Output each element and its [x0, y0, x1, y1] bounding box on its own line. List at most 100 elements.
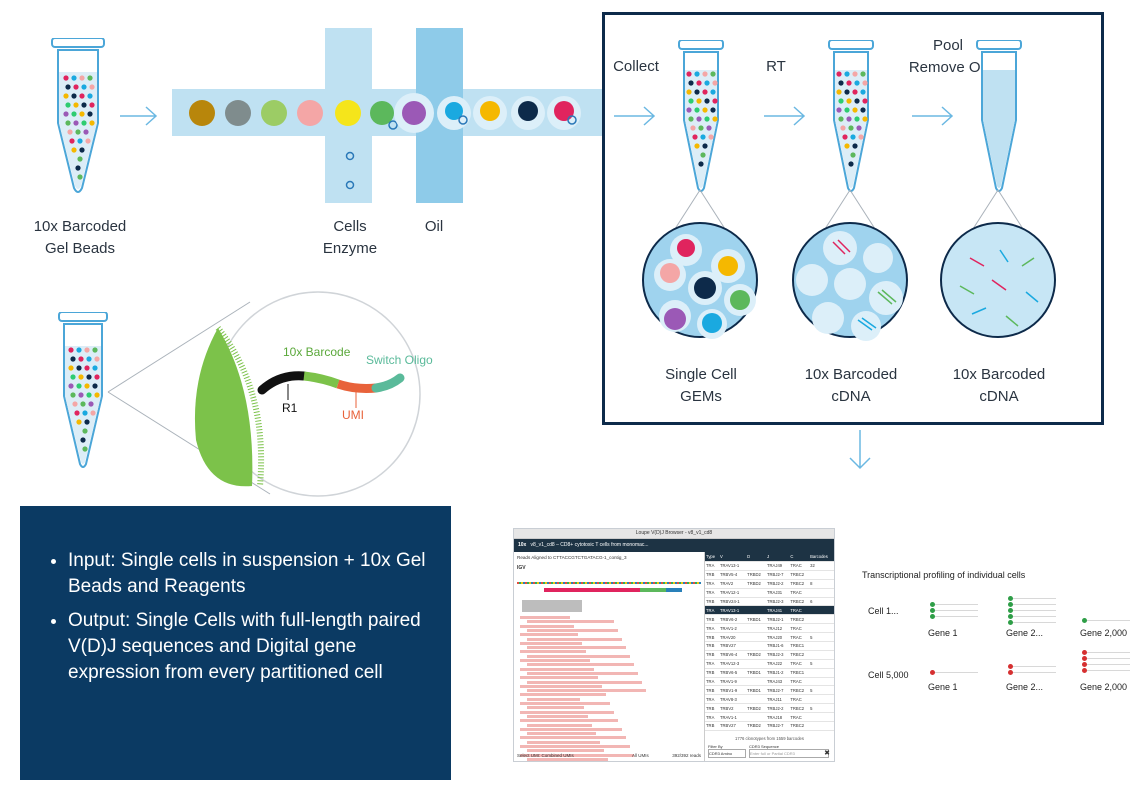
- expression-dot: [1008, 596, 1013, 601]
- bead-dot: [87, 111, 93, 117]
- table-cell: TRAV13-1: [718, 561, 747, 571]
- bead-dot: [80, 401, 86, 407]
- table-cell: TRA: [705, 561, 719, 571]
- table-cell: TRBC2: [789, 597, 810, 607]
- arrow-right-icon: [120, 106, 158, 126]
- bead-dot: [79, 93, 85, 99]
- table-cell: TRB: [705, 614, 719, 625]
- expression-line: [1008, 598, 1056, 599]
- cdr3-seq-label: CDR3 Sequence: [749, 744, 780, 749]
- barcode-label: 10x Barcode: [283, 345, 351, 359]
- close-icon[interactable]: ✖: [824, 750, 830, 757]
- read-bar: [527, 689, 646, 693]
- table-cell: [809, 677, 834, 687]
- column-header[interactable]: D: [746, 552, 766, 562]
- bead-dot: [846, 80, 852, 86]
- table-cell: TRAV8-3: [718, 694, 747, 705]
- bead-dot: [702, 107, 708, 113]
- bead-dot: [79, 75, 85, 81]
- table-cell: TRA: [705, 588, 719, 598]
- table-cell: TRBV6-5: [718, 668, 747, 678]
- read-bar: [520, 727, 622, 731]
- table-cell: TRAC: [789, 623, 810, 634]
- table-cell: [746, 712, 766, 723]
- expression-line: [1082, 664, 1130, 665]
- table-cell: TRBJ2-7: [765, 570, 790, 580]
- table-cell: TRAV1-2: [718, 623, 747, 634]
- read-bar: [520, 667, 594, 671]
- column-header[interactable]: J: [765, 552, 790, 562]
- table-cell: TRA: [705, 579, 719, 589]
- bead-dot: [84, 365, 90, 371]
- bead-dot: [848, 125, 854, 131]
- table-cell: TRBD2: [746, 650, 766, 660]
- loupe-tab-title: v8_v1_cd8 – CD8+ cytotoxic T cells from …: [530, 542, 649, 548]
- table-cell: TRBD2: [746, 721, 766, 731]
- table-cell: TRAJ41: [765, 605, 790, 616]
- bead-dot: [70, 374, 76, 380]
- bead-dot: [65, 120, 71, 126]
- column-header[interactable]: C: [789, 552, 810, 562]
- table-cell: TRAJ22: [765, 659, 790, 669]
- bead-dot: [68, 365, 74, 371]
- gene-2-label: Gene 2...: [1006, 628, 1044, 638]
- bead-dot: [696, 80, 702, 86]
- column-header[interactable]: V: [718, 552, 747, 562]
- table-cell: 5: [809, 685, 834, 696]
- cell-1-label: Cell 1...: [868, 606, 899, 616]
- bead-dot: [842, 134, 848, 140]
- gem-tube-icon: [678, 40, 724, 192]
- bead-dot: [846, 98, 852, 104]
- column-header[interactable]: Barcodes: [809, 552, 834, 562]
- column-header[interactable]: Type: [705, 552, 719, 562]
- process-frame: [602, 12, 1104, 425]
- gene-2-label-b: Gene 2...: [1006, 682, 1044, 692]
- cdr3-search-input[interactable]: Enter full or Partial CDR3: [749, 749, 829, 758]
- bead-dot: [862, 116, 868, 122]
- bead-dot: [862, 80, 868, 86]
- read-bar: [527, 757, 608, 761]
- loupe-brand: 10x: [518, 542, 527, 548]
- bead-dot: [710, 89, 716, 95]
- table-cell: TRAC: [789, 561, 810, 571]
- bead-dot: [83, 129, 89, 135]
- table-cell: TRBD1: [746, 614, 766, 625]
- bead-dot: [94, 374, 100, 380]
- bead-dot: [87, 75, 93, 81]
- table-cell: TRBJ1-2: [765, 668, 790, 678]
- filter-select[interactable]: CDR3 Amino: [708, 749, 746, 758]
- table-cell: TRBJ2-7: [765, 685, 790, 696]
- bead-dot: [698, 161, 704, 167]
- profiling-title: Transcriptional profiling of individual …: [862, 570, 1026, 580]
- bead-dot: [702, 71, 708, 77]
- table-cell: 5: [809, 703, 834, 714]
- bead-dot: [82, 410, 88, 416]
- bead-dot: [700, 134, 706, 140]
- bead-dot: [690, 125, 696, 131]
- bead-dot: [844, 89, 850, 95]
- bead-dot: [68, 383, 74, 389]
- microfluidic-chip: [172, 28, 602, 203]
- bead-dot: [76, 383, 82, 389]
- oil-label: Oil: [424, 218, 444, 235]
- table-cell: TRBV27: [718, 721, 747, 731]
